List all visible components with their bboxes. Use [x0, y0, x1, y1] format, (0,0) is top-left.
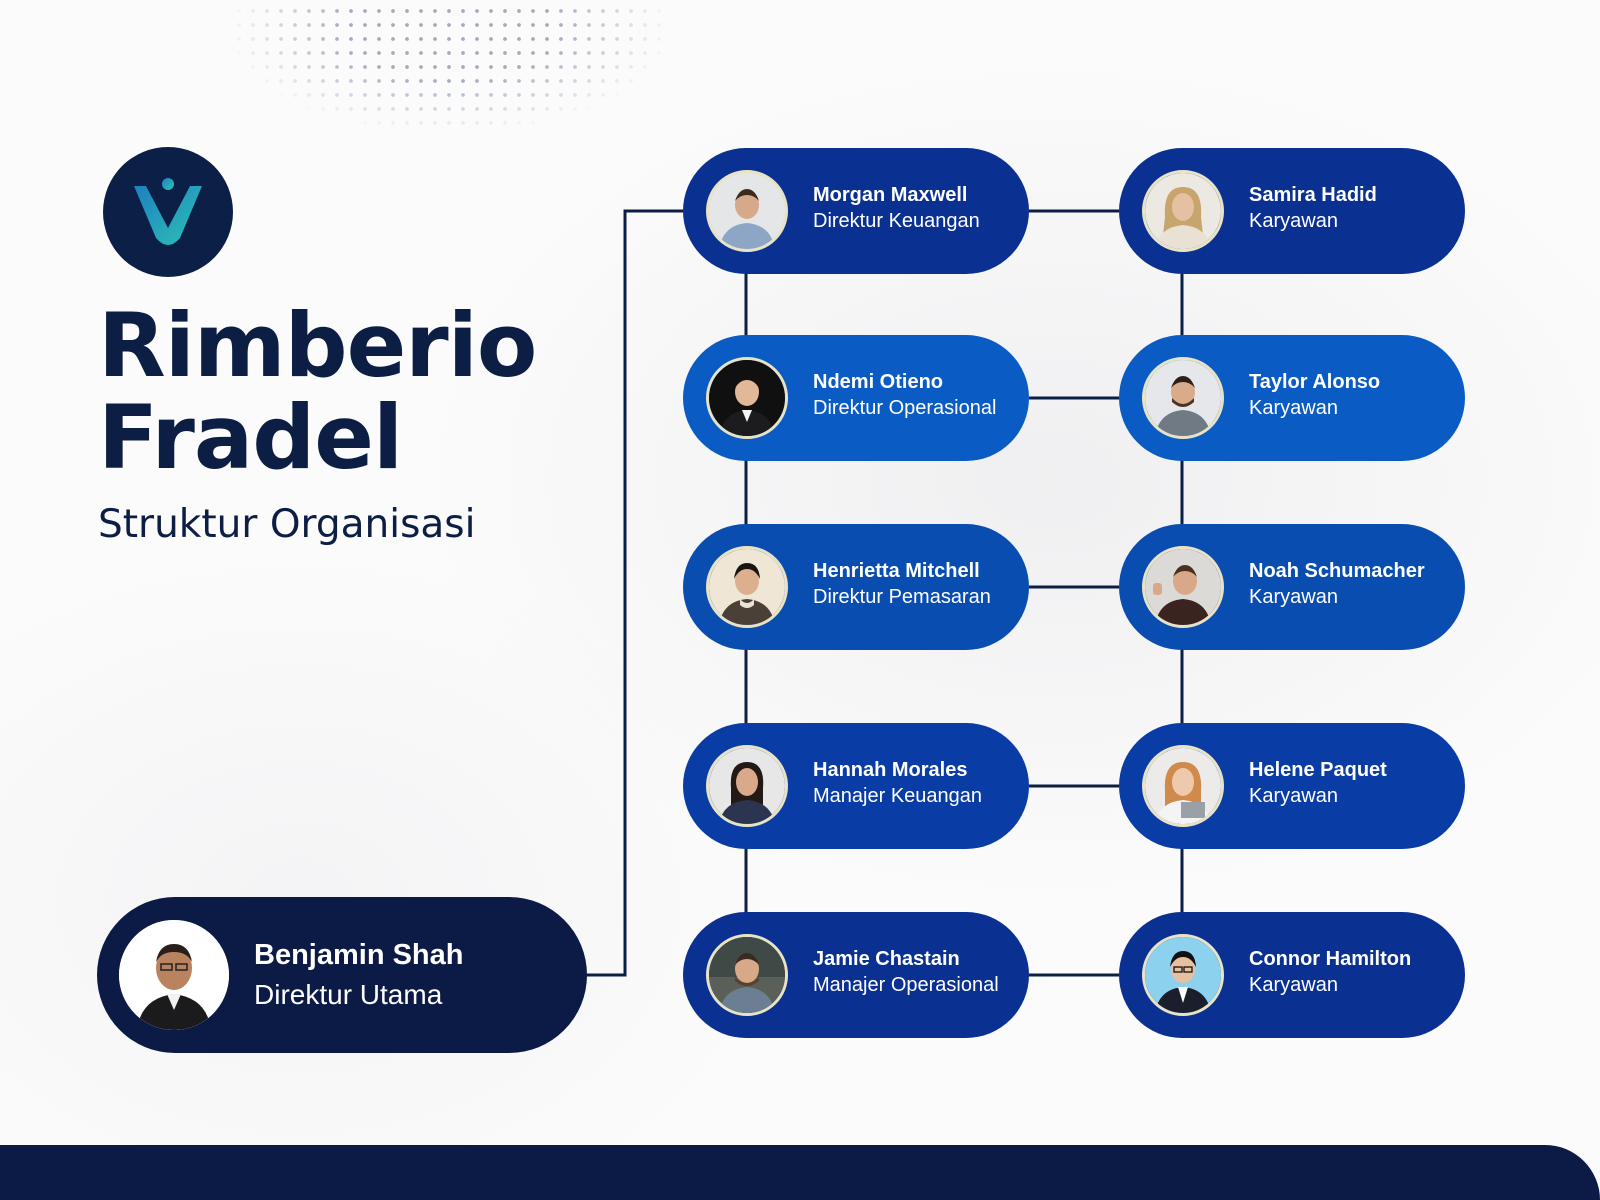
org-node-employee-3: Noah Schumacher Karyawan	[1119, 524, 1465, 650]
person-photo-icon	[1145, 360, 1221, 436]
person-photo-icon	[119, 920, 229, 1030]
node-avatar	[1142, 170, 1224, 252]
node-avatar	[706, 934, 788, 1016]
company-name-line-1: Rimberio	[98, 294, 537, 397]
person-photo-icon	[1145, 173, 1221, 249]
org-node-employee-1: Samira Hadid Karyawan	[1119, 148, 1465, 274]
person-photo-icon	[709, 549, 785, 625]
shield-v-logo-icon	[134, 178, 202, 245]
footer-band	[0, 1145, 1600, 1200]
org-node-employee-4: Helene Paquet Karyawan	[1119, 723, 1465, 849]
ceo-connector	[587, 209, 683, 977]
node-name: Morgan Maxwell	[813, 184, 968, 206]
node-role: Karyawan	[1249, 210, 1338, 232]
node-name: Noah Schumacher	[1249, 560, 1425, 582]
node-avatar	[1142, 357, 1224, 439]
org-node-director-5: Jamie Chastain Manajer Operasional	[683, 912, 1029, 1038]
org-node-director-1: Morgan Maxwell Direktur Keuangan	[683, 148, 1029, 274]
node-avatar	[706, 357, 788, 439]
company-logo	[103, 147, 233, 277]
org-node-employee-5: Connor Hamilton Karyawan	[1119, 912, 1465, 1038]
person-photo-icon	[1145, 937, 1221, 1013]
person-photo-icon	[1145, 549, 1221, 625]
page-subtitle: Struktur Organisasi	[98, 502, 476, 547]
node-role: Karyawan	[1249, 586, 1338, 608]
node-role: Manajer Keuangan	[813, 785, 983, 807]
node-avatar	[1142, 546, 1224, 628]
person-photo-icon	[709, 173, 785, 249]
person-photo-icon	[709, 748, 785, 824]
ceo-card: Benjamin Shah Direktur Utama	[97, 897, 587, 1053]
node-role: Direktur Keuangan	[813, 210, 980, 232]
company-name: Rimberio Fradel	[98, 294, 537, 489]
node-name: Jamie Chastain	[813, 948, 960, 970]
node-role: Direktur Operasional	[813, 397, 997, 419]
ceo-name: Benjamin Shah	[254, 939, 464, 971]
ceo-role: Direktur Utama	[254, 979, 443, 1010]
node-avatar	[706, 745, 788, 827]
node-name: Henrietta Mitchell	[813, 560, 980, 582]
person-photo-icon	[709, 937, 785, 1013]
node-name: Helene Paquet	[1249, 759, 1387, 781]
person-photo-icon	[709, 360, 785, 436]
node-role: Karyawan	[1249, 785, 1338, 807]
node-avatar	[706, 546, 788, 628]
node-role: Manajer Operasional	[813, 974, 999, 996]
node-avatar	[1142, 934, 1224, 1016]
org-node-employee-2: Taylor Alonso Karyawan	[1119, 335, 1465, 461]
node-avatar	[706, 170, 788, 252]
node-name: Hannah Morales	[813, 759, 968, 781]
node-role: Karyawan	[1249, 397, 1338, 419]
node-name: Connor Hamilton	[1249, 948, 1412, 970]
org-node-director-4: Hannah Morales Manajer Keuangan	[683, 723, 1029, 849]
person-photo-icon	[1145, 748, 1221, 824]
node-name: Taylor Alonso	[1249, 371, 1381, 393]
node-avatar	[1142, 745, 1224, 827]
node-name: Ndemi Otieno	[813, 371, 944, 393]
ceo-avatar	[119, 920, 229, 1030]
company-name-line-2: Fradel	[98, 386, 403, 489]
dot-pattern-decoration	[120, 0, 740, 210]
org-node-director-2: Ndemi Otieno Direktur Operasional	[683, 335, 1029, 461]
node-role: Karyawan	[1249, 974, 1338, 996]
node-name: Samira Hadid	[1249, 184, 1377, 206]
node-role: Direktur Pemasaran	[813, 586, 991, 608]
org-node-director-3: Henrietta Mitchell Direktur Pemasaran	[683, 524, 1029, 650]
